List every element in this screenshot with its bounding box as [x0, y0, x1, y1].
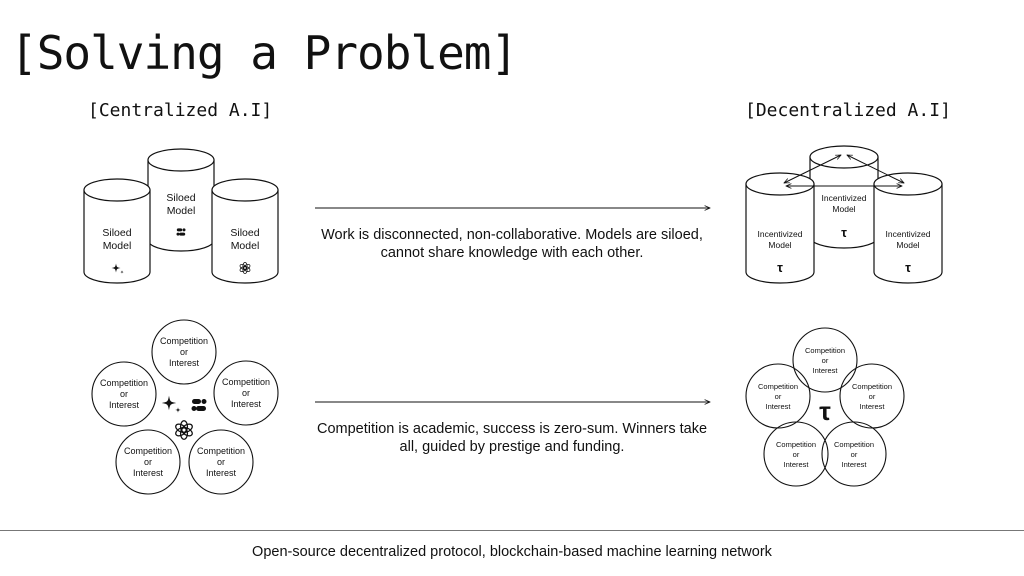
competition-circle: Competition or Interest	[115, 429, 181, 495]
svg-text:or: or	[822, 356, 829, 365]
tau-icon: τ	[819, 396, 831, 426]
cylinder-label-line1: Incentivized	[758, 229, 803, 239]
svg-text:or: or	[217, 457, 225, 467]
tau-icon: τ	[777, 260, 783, 275]
openai-knot-icon	[173, 420, 195, 440]
knowledge-share-arrows	[784, 154, 904, 186]
competition-circle: Competition or Interest	[188, 429, 254, 495]
svg-text:Competition: Competition	[805, 346, 845, 355]
svg-text:Interest: Interest	[859, 402, 885, 411]
cylinder-label-line1: Incentivized	[886, 229, 931, 239]
svg-text:Competition: Competition	[100, 378, 148, 388]
svg-text:Interest: Interest	[133, 468, 164, 478]
cylinder-label-line2: Model	[832, 204, 855, 214]
siloed-model-cylinder-right: Siloed Model	[211, 178, 279, 284]
cylinder-label-line1: Siloed	[230, 227, 259, 239]
competition-circle: Competition or Interest	[91, 361, 157, 427]
incentivized-model-cylinder-back: Incentivized Model τ	[809, 145, 879, 249]
svg-text:Interest: Interest	[783, 460, 809, 469]
row1-description: Work is disconnected, non-collaborative.…	[321, 227, 703, 261]
svg-text:Competition: Competition	[222, 377, 270, 387]
svg-text:Competition: Competition	[776, 440, 816, 449]
cylinder-label-line1: Siloed	[166, 192, 195, 204]
heading-decentralized-ai: [Decentralized A.I]	[745, 100, 951, 121]
sparkle-icon	[161, 395, 177, 411]
svg-text:Interest: Interest	[841, 460, 867, 469]
competition-circle: Competition or Interest	[151, 319, 217, 385]
svg-text:Interest: Interest	[765, 402, 791, 411]
competition-circles-right: Competition or Interest Competition or I…	[745, 327, 905, 487]
svg-text:or: or	[851, 450, 858, 459]
page-title: [Solving a Problem]	[10, 26, 518, 80]
svg-text:Competition: Competition	[197, 446, 245, 456]
cylinder-label-line2: Model	[103, 240, 132, 252]
cylinder-label-line1: Siloed	[102, 227, 131, 239]
cylinder-label-line2: Model	[231, 240, 260, 252]
incentivized-model-cylinder-left: Incentivized Model τ	[745, 172, 815, 284]
heading-centralized-ai: [Centralized A.I]	[88, 100, 273, 121]
svg-text:or: or	[793, 450, 800, 459]
footer-divider	[0, 530, 1024, 531]
competition-circle: Competition or Interest	[213, 360, 279, 426]
svg-text:Competition: Competition	[834, 440, 874, 449]
svg-text:or: or	[775, 392, 782, 401]
footer-text: Open-source decentralized protocol, bloc…	[252, 544, 772, 560]
cylinder-label-line2: Model	[896, 240, 919, 250]
svg-text:or: or	[869, 392, 876, 401]
cylinder-label-line1: Incentivized	[822, 193, 867, 203]
tau-icon: τ	[841, 225, 847, 240]
cylinder-label-line2: Model	[768, 240, 791, 250]
svg-text:Competition: Competition	[758, 382, 798, 391]
svg-text:Competition: Competition	[160, 336, 208, 346]
cylinder-label-line2: Model	[167, 205, 196, 217]
svg-text:or: or	[180, 347, 188, 357]
svg-text:Interest: Interest	[812, 366, 838, 375]
svg-text:Interest: Interest	[206, 468, 237, 478]
svg-text:Competition: Competition	[124, 446, 172, 456]
siloed-model-cylinder-left: Siloed Model	[83, 178, 151, 284]
svg-text:Competition: Competition	[852, 382, 892, 391]
competition-circles-left: Competition or Interest Competition or I…	[91, 319, 279, 495]
svg-text:Interest: Interest	[169, 358, 200, 368]
svg-text:or: or	[144, 457, 152, 467]
anthropic-mark-icon	[191, 399, 207, 411]
svg-text:Interest: Interest	[109, 400, 140, 410]
svg-text:or: or	[242, 388, 250, 398]
svg-text:Interest: Interest	[231, 399, 262, 409]
svg-text:or: or	[120, 389, 128, 399]
row2-description: Competition is academic, success is zero…	[316, 421, 708, 455]
siloed-model-cylinder-back: Siloed Model	[147, 148, 215, 252]
tau-icon: τ	[905, 260, 911, 275]
incentivized-model-cylinder-right: Incentivized Model τ	[873, 172, 943, 284]
